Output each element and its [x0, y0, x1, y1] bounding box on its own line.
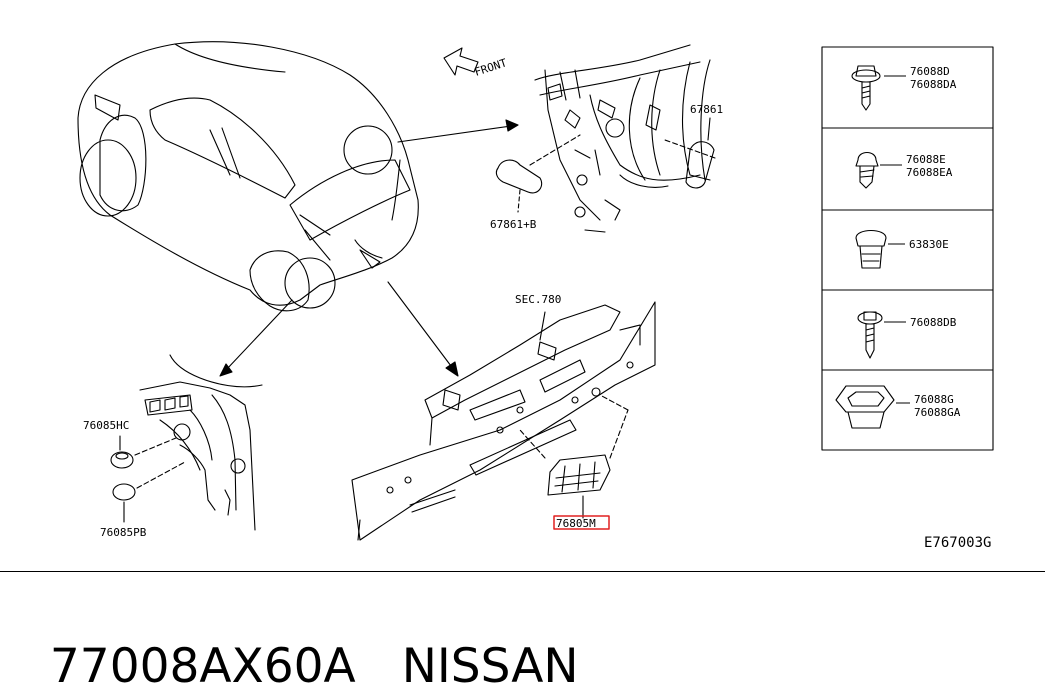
part-number: 77008AX60A — [49, 639, 356, 694]
callout-67861b: 67861+B — [490, 218, 537, 231]
legend-box5-line2: 76088GA — [914, 406, 961, 419]
diagram-code: E767003G — [924, 535, 991, 551]
parts-diagram: FRONT 67861 67861+B SEC.780 76805M 76085… — [77, 41, 994, 551]
front-arrow-icon — [443, 47, 479, 76]
legend-box2-line1: 76088E — [906, 153, 946, 166]
callout-76085hc: 76085HC — [83, 419, 129, 432]
grommet-icon — [855, 229, 887, 269]
callout-sec780: SEC.780 — [515, 293, 561, 306]
nut-retainer-icon — [835, 385, 895, 429]
tapping-screw-icon — [857, 311, 883, 359]
footer-divider — [0, 571, 1045, 572]
legend-box4-line1: 76088DB — [910, 316, 957, 329]
leader-arrows — [219, 119, 519, 377]
highlight-box — [553, 515, 610, 530]
bumper-side-detail — [110, 354, 263, 531]
callout-67861: 67861 — [690, 103, 723, 116]
callout-76085pb: 76085PB — [100, 526, 147, 539]
rear-panel-detail — [351, 301, 656, 541]
front-label: FRONT — [473, 56, 509, 79]
legend-box1-line2: 76088DA — [910, 78, 957, 91]
legend-box1-line1: 76088D — [910, 65, 950, 78]
callout-76805m: 76805M — [556, 517, 596, 530]
vehicle-overview — [77, 41, 419, 312]
legend-box3-line1: 63830E — [909, 238, 949, 251]
screw-washer-icon — [851, 65, 881, 111]
brand-name: NISSAN — [401, 639, 579, 694]
fastener-legend — [821, 46, 994, 451]
legend-box5-line1: 76088G — [914, 393, 954, 406]
clip-icon — [855, 151, 879, 189]
quarter-panel-detail — [495, 44, 716, 233]
legend-box2-line2: 76088EA — [906, 166, 953, 179]
